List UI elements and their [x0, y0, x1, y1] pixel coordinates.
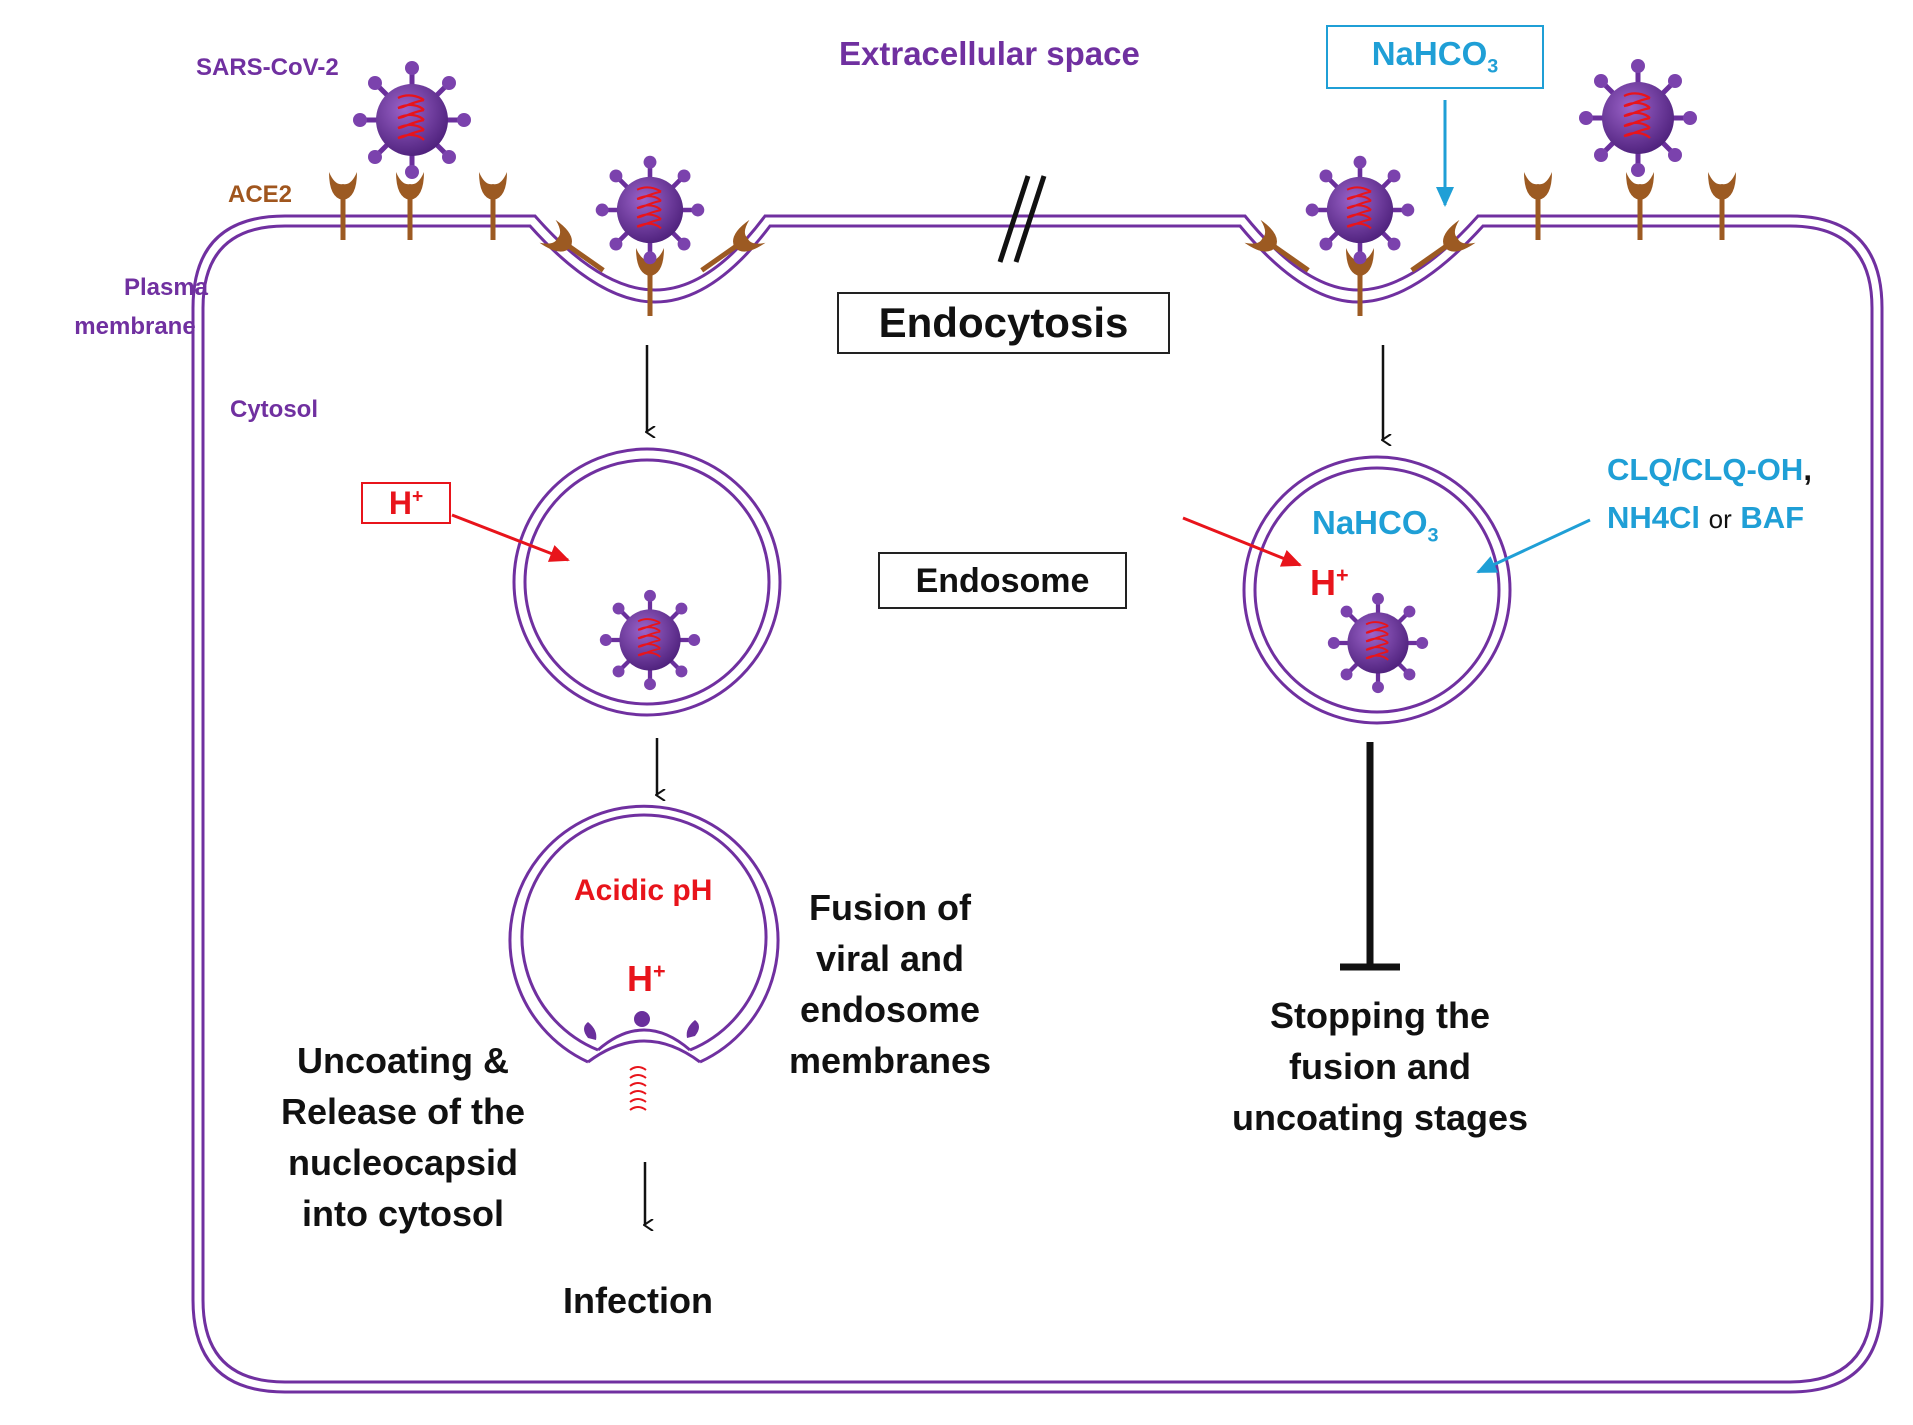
endosome-label: Endosome [915, 561, 1090, 600]
ace2-receptor-icon [1524, 172, 1552, 240]
sars-cov-2-label: SARS-CoV-2 [196, 54, 339, 81]
ace2-receptor-icon [479, 172, 507, 240]
endosome-proton-label: H+ [1310, 562, 1349, 603]
fusion-proton-label: H+ [627, 958, 666, 999]
ace2-receptor-icon [1626, 172, 1654, 240]
ace2-receptor-icon [329, 172, 357, 240]
cytosol-label: Cytosol [230, 396, 319, 423]
ace2-receptor-icon [1708, 172, 1736, 240]
plasma-membrane-inner [201, 224, 1874, 1384]
nahco3-box: NaHCO3 [1326, 25, 1544, 89]
plasma-membrane-label-line1: Plasma [123, 274, 209, 301]
endosome-box: Endosome [878, 552, 1127, 609]
endocytosis-box: Endocytosis [837, 292, 1170, 354]
extracellular-space-label: Extracellular space [839, 35, 1140, 72]
virus-icon [1579, 59, 1697, 177]
virus-icon [1328, 593, 1428, 693]
virus-icon [353, 61, 471, 179]
virus-icon [596, 156, 705, 265]
plasma-membrane-outer [191, 214, 1884, 1394]
proton-box: H+ [361, 482, 451, 524]
endosome-nahco3-label: NaHCO3 [1312, 504, 1439, 547]
proton-label: H+ [388, 485, 424, 521]
nahco3-label: NaHCO3 [1371, 34, 1499, 78]
virus-icon [600, 590, 700, 690]
acidic-ph-label: Acidic pH [574, 874, 713, 907]
inhibitors-line2: NH4Cl or BAF [1607, 500, 1805, 535]
infection-label: Infection [563, 1280, 713, 1321]
endocytosis-label: Endocytosis [878, 299, 1129, 346]
ace2-label: ACE2 [228, 181, 293, 208]
rna-helix-icon [629, 1066, 647, 1111]
plasma-membrane-label-line2: membrane [74, 313, 196, 340]
virus-icon [1306, 156, 1415, 265]
inhibitors-line1: CLQ/CLQ-OH, [1607, 452, 1812, 487]
ace2-receptor-icon [396, 172, 424, 240]
